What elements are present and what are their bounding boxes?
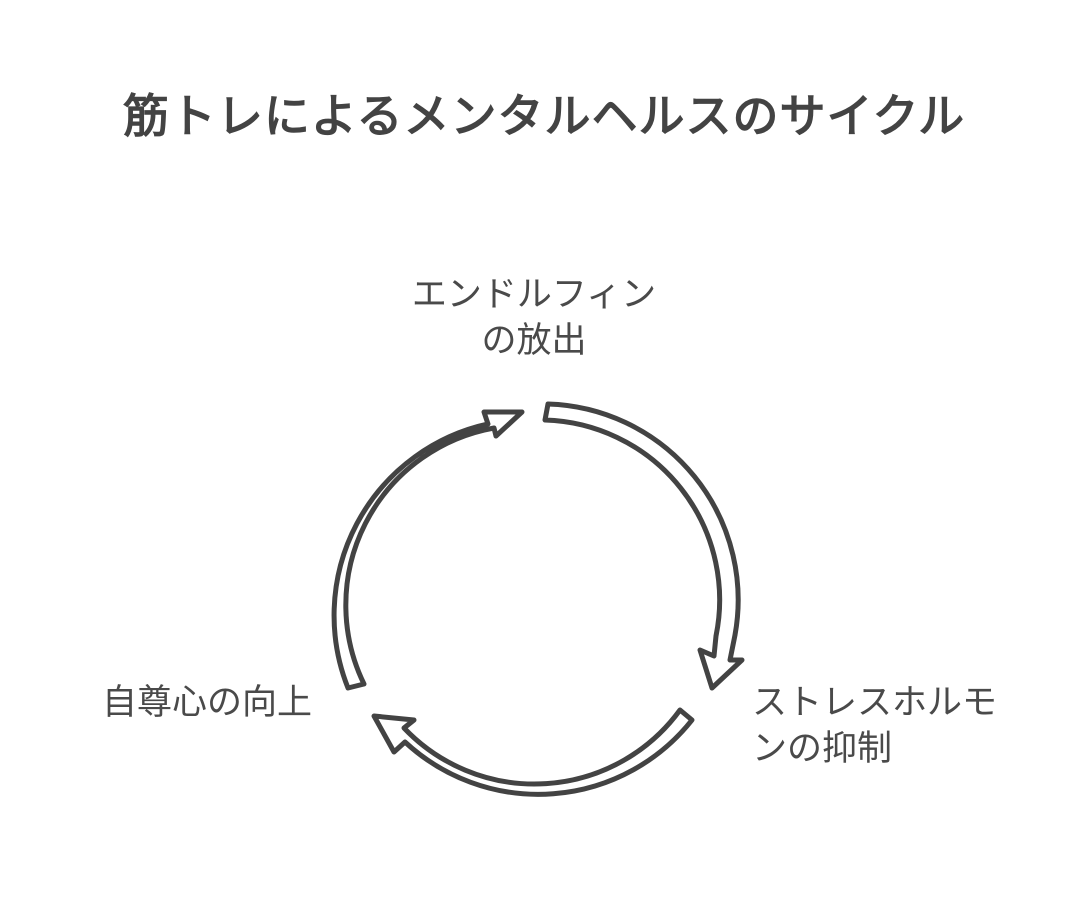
step-self-esteem-boost: 自尊心の向上 [0, 680, 312, 726]
step-stress-hormone-suppression: ストレスホルモ ンの抑制 [752, 680, 1072, 772]
arrow-3 [331, 409, 525, 691]
step-self-esteem-boost-line1: 自尊心の向上 [101, 683, 312, 723]
arrow-1 [542, 401, 745, 691]
step-endorphin-release: エンドルフィン の放出 [364, 272, 704, 364]
step-stress-hormone-suppression-line1: ストレスホルモ [752, 683, 998, 723]
diagram-title: 筋トレによるメンタルヘルスのサイクル [122, 89, 966, 143]
step-stress-hormone-suppression-line2: ンの抑制 [752, 729, 893, 769]
step-endorphin-release-line2: の放出 [481, 321, 587, 361]
arrow-2 [371, 707, 695, 797]
step-endorphin-release-line1: エンドルフィン [411, 275, 657, 315]
